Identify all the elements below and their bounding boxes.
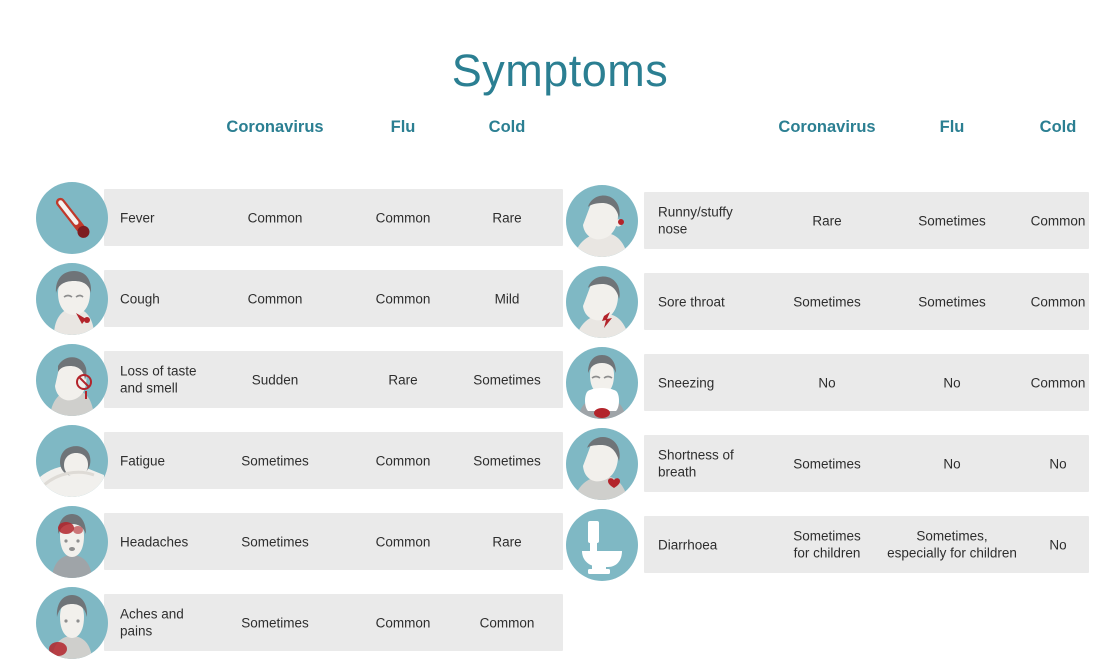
- cell-flu: Common: [375, 452, 431, 468]
- row-background: [644, 516, 1089, 573]
- cell-coronavirus: Sometimes: [241, 533, 309, 549]
- row-background: [104, 432, 563, 489]
- cell-cold: No: [1049, 536, 1067, 552]
- cell-cold: Rare: [492, 209, 522, 225]
- cell-coronavirus: Common: [247, 209, 303, 225]
- table-row: Fatigue Sometimes Common Sometimes: [36, 425, 564, 497]
- row-background: [644, 273, 1089, 330]
- table-row: Fever Common Common Rare: [36, 182, 564, 254]
- table-row: Aches and pains Sometimes Common Common: [36, 587, 564, 659]
- no-smell-taste-icon: [36, 344, 108, 416]
- cell-cold: No: [1049, 455, 1067, 471]
- table-row: Loss of taste and smell Sudden Rare Sometim…: [36, 344, 564, 416]
- symptom-label: Shortness of breath: [658, 447, 734, 480]
- column-header-coronavirus: Coronavirus: [226, 118, 324, 136]
- row-background: [104, 189, 563, 246]
- cell-cold: Common: [479, 614, 535, 630]
- column-header-flu: Flu: [939, 118, 965, 136]
- symptom-label: Cough: [120, 290, 160, 306]
- symptom-label: Headaches: [120, 533, 189, 549]
- symptom-label: Fatigue: [120, 452, 166, 468]
- headache-person-icon: [36, 506, 108, 578]
- cell-coronavirus: No: [818, 374, 836, 390]
- cell-flu: No: [943, 455, 961, 471]
- thermometer-icon: [36, 182, 108, 254]
- symptom-label: Runny/stuffy nose: [658, 204, 733, 237]
- row-background: [104, 270, 563, 327]
- symptom-label: Sore throat: [658, 293, 725, 309]
- row-background: [644, 435, 1089, 492]
- cell-coronavirus: Sudden: [251, 371, 299, 387]
- body-aches-person-icon: [36, 587, 108, 659]
- table-row: Diarrhoea Sometimes for children Sometimes…: [566, 509, 1090, 581]
- symptom-label: Aches and pains: [120, 606, 184, 639]
- column-header-cold: Cold: [1039, 118, 1077, 136]
- cell-flu: Common: [375, 614, 431, 630]
- cell-flu: Sometimes, especially for children: [887, 528, 1017, 561]
- cell-cold: Sometimes: [473, 452, 541, 468]
- coughing-person-icon: [36, 263, 108, 335]
- cell-flu: No: [943, 374, 961, 390]
- cell-cold: Mild: [494, 290, 520, 306]
- table-row: Sneezing No No Common: [566, 347, 1090, 419]
- cell-cold: Common: [1030, 293, 1086, 309]
- table-row: Sore throat Sometimes Sometimes Common: [566, 266, 1090, 338]
- symptom-label: Sneezing: [658, 374, 715, 390]
- cell-coronavirus: Sometimes: [241, 614, 309, 630]
- sleeping-person-icon: [36, 425, 108, 497]
- column-header-flu: Flu: [390, 118, 416, 136]
- cell-coronavirus: Sometimes: [241, 452, 309, 468]
- shortness-of-breath-icon: [566, 428, 638, 500]
- cell-coronavirus: Sometimes: [793, 455, 861, 471]
- cell-flu: Sometimes: [918, 293, 986, 309]
- column-header-cold: Cold: [488, 118, 526, 136]
- row-background: [644, 192, 1089, 249]
- row-background: [104, 351, 563, 408]
- cell-coronavirus: Rare: [812, 212, 842, 228]
- page-title: Symptoms: [451, 45, 669, 97]
- cell-flu: Rare: [388, 371, 418, 387]
- cell-cold: Rare: [492, 533, 522, 549]
- cell-cold: Common: [1030, 212, 1086, 228]
- cell-coronavirus: Sometimes: [793, 293, 861, 309]
- runny-nose-icon: [566, 185, 638, 257]
- table-row: Cough Common Common Mild: [36, 263, 564, 335]
- table-row: Headaches Sometimes Common Rare: [36, 506, 564, 578]
- table-row: Shortness of breath Sometimes No No: [566, 428, 1090, 500]
- cell-cold: Common: [1030, 374, 1086, 390]
- table-row: Runny/stuffy nose Rare Sometimes Common: [566, 185, 1090, 257]
- sore-throat-icon: [566, 266, 638, 338]
- column-header-coronavirus: Coronavirus: [778, 118, 876, 136]
- cell-coronavirus: Sometimes for children: [793, 528, 861, 561]
- cell-flu: Common: [375, 533, 431, 549]
- symptom-table-right: Coronavirus Flu Cold Runny/stuffy nose Rare…: [566, 118, 1090, 581]
- symptom-label: Fever: [120, 209, 155, 225]
- sneezing-person-icon: [566, 347, 638, 419]
- row-background: [644, 354, 1089, 411]
- table-header-row-left: Coronavirus Flu Cold: [36, 118, 564, 152]
- row-background: [104, 513, 563, 570]
- table-header-row-right: Coronavirus Flu Cold: [566, 118, 1090, 152]
- cell-flu: Common: [375, 209, 431, 225]
- symptom-label: Diarrhoea: [658, 536, 718, 552]
- toilet-icon: [566, 509, 638, 581]
- cell-flu: Sometimes: [918, 212, 986, 228]
- cell-coronavirus: Common: [247, 290, 303, 306]
- cell-flu: Common: [375, 290, 431, 306]
- symptom-label: Loss of taste and smell: [120, 363, 197, 396]
- cell-cold: Sometimes: [473, 371, 541, 387]
